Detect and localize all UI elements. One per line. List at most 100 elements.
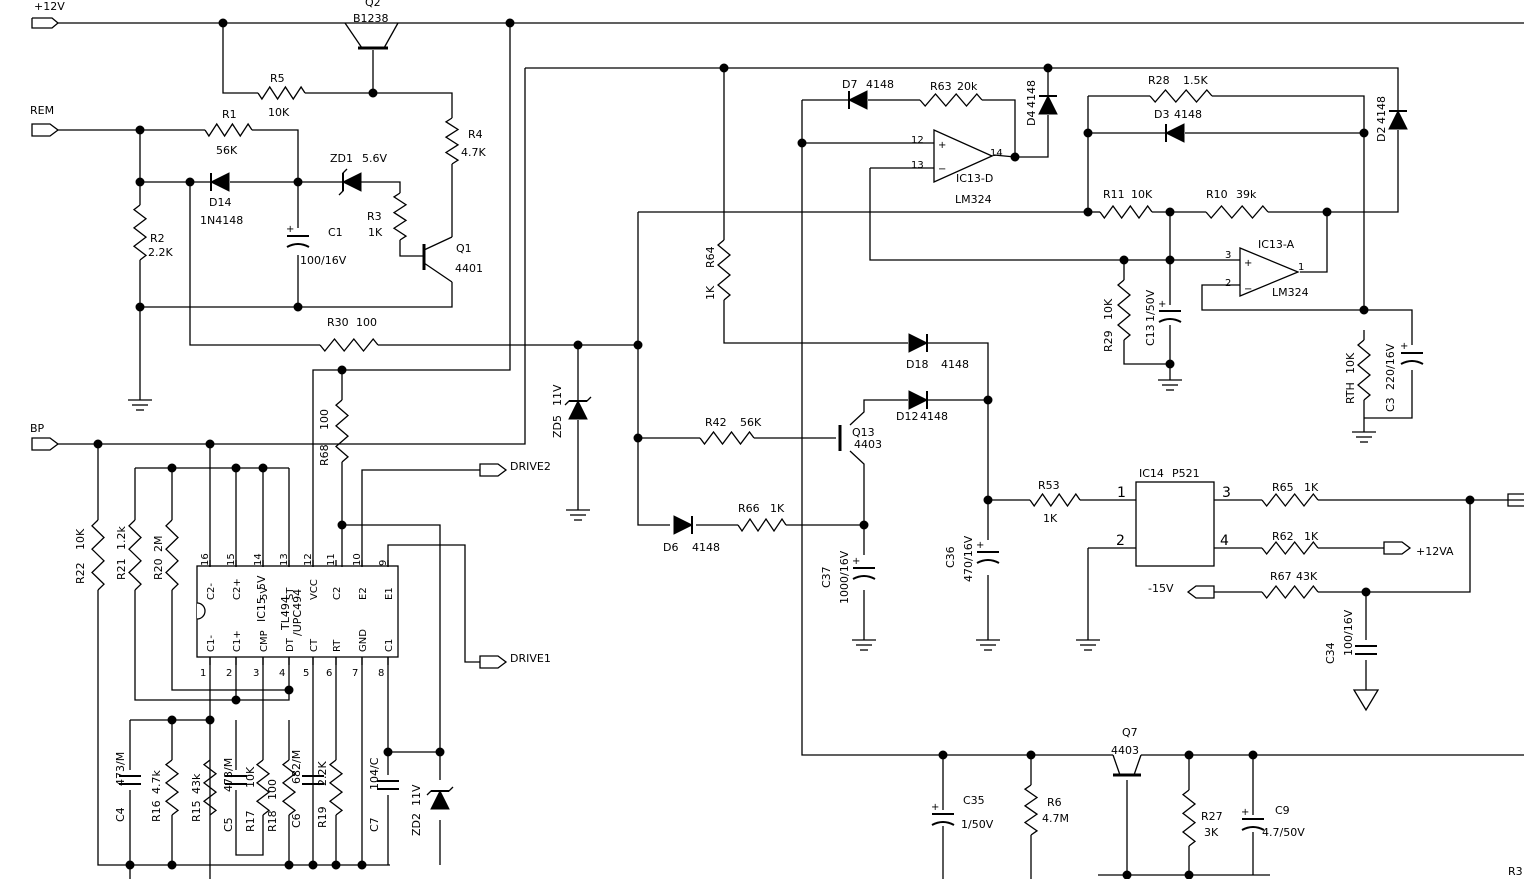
wire bbox=[849, 450, 865, 525]
junction-dot bbox=[1165, 207, 1175, 217]
junction-dot bbox=[167, 860, 177, 870]
resistor bbox=[202, 759, 218, 816]
wire bbox=[387, 657, 440, 753]
transistor-q2 bbox=[344, 22, 363, 49]
c7-ref: C7 bbox=[368, 817, 381, 832]
ic15-top-pin-name: E1 bbox=[384, 587, 395, 600]
r66-ref: R66 bbox=[738, 502, 760, 515]
diode-icon bbox=[673, 515, 694, 535]
ic15-top-pin-number: 16 bbox=[200, 553, 211, 566]
zener-bar bbox=[564, 396, 592, 406]
wire bbox=[849, 399, 908, 426]
ic15-top-pin-name: 5V bbox=[259, 587, 270, 600]
c5-ref: C5 bbox=[222, 817, 235, 832]
wire bbox=[31, 17, 60, 29]
ic13d-ref: IC13-D bbox=[956, 172, 993, 185]
q7-value: 4403 bbox=[1111, 744, 1139, 757]
junction-dot bbox=[1248, 750, 1258, 760]
r62-value: 1K bbox=[1304, 530, 1319, 543]
junction-dot bbox=[205, 439, 215, 449]
junction-dot bbox=[357, 860, 367, 870]
capacitor-icon bbox=[1400, 360, 1424, 365]
q1-ref: Q1 bbox=[456, 242, 472, 255]
junction-dot bbox=[231, 463, 241, 473]
wire bbox=[869, 168, 1240, 261]
junction-dot bbox=[167, 715, 177, 725]
resistor bbox=[328, 759, 344, 816]
d2-value: 4148 bbox=[1375, 96, 1388, 124]
r15-value: 43k bbox=[190, 773, 203, 794]
r20-value: 2M bbox=[152, 536, 165, 553]
r53-ref: R53 bbox=[1038, 479, 1060, 492]
c9-ref: C9 bbox=[1275, 804, 1290, 817]
rth-value: 10K bbox=[1344, 352, 1357, 374]
r67-ref: R67 bbox=[1270, 570, 1292, 583]
ic15-top-pin-name: C2+ bbox=[232, 578, 243, 600]
wire bbox=[993, 115, 1049, 158]
ic15-bottom-pin-number: 7 bbox=[352, 668, 358, 679]
junction-dot bbox=[1465, 495, 1475, 505]
d18-ref: D18 bbox=[906, 358, 928, 371]
port-bp: BP bbox=[30, 422, 45, 435]
c34-ref: C34 bbox=[1324, 642, 1337, 664]
r62-ref: R62 bbox=[1272, 530, 1294, 543]
resistor bbox=[1029, 492, 1081, 508]
diode-icon bbox=[908, 333, 929, 353]
junction-dot bbox=[573, 340, 583, 350]
r17-ref: R17 bbox=[244, 810, 257, 832]
ic15-tl494: TL494 /UPC494 IC15 5V bbox=[196, 565, 399, 658]
ic13a-type: LM324 bbox=[1272, 286, 1309, 299]
r65-value: 1K bbox=[1304, 481, 1319, 494]
junction-dot bbox=[337, 520, 347, 530]
ic15-top-pin-number: 14 bbox=[253, 553, 264, 566]
minus-sign: − bbox=[1244, 284, 1252, 295]
wire bbox=[387, 544, 480, 663]
junction-dot bbox=[1184, 870, 1194, 879]
ic15-top-pin-name: VCC bbox=[309, 579, 320, 600]
ic15-vlabel: 5V bbox=[255, 575, 268, 590]
q7-ref: Q7 bbox=[1122, 726, 1138, 739]
capacitor-icon bbox=[1158, 318, 1182, 323]
resistor bbox=[444, 117, 460, 165]
ic13d-pin14: 14 bbox=[990, 148, 1003, 159]
junction-dot bbox=[231, 695, 241, 705]
resistor bbox=[319, 337, 379, 353]
wire bbox=[140, 282, 453, 308]
r1-value: 56K bbox=[216, 144, 238, 157]
ic14-body bbox=[1135, 481, 1215, 567]
junction-dot bbox=[633, 340, 643, 350]
q2-ref: Q2 bbox=[365, 0, 381, 9]
junction-dot bbox=[135, 302, 145, 312]
transistor-q1 bbox=[423, 262, 453, 283]
wire bbox=[1123, 340, 1170, 365]
wire bbox=[235, 790, 264, 856]
wire bbox=[1268, 211, 1328, 273]
d6-value: 4148 bbox=[692, 541, 720, 554]
ic14-pin2: 2 bbox=[1116, 533, 1125, 549]
plus-sign: + bbox=[1158, 299, 1166, 310]
wire bbox=[1327, 130, 1399, 213]
ic13a-pin1: 1 bbox=[1298, 262, 1304, 273]
ic15-pins: 161C2-C1-152C2+C1+1435VCMP134STDT125VCCC… bbox=[200, 553, 395, 679]
components: ++++−+−++++ bbox=[31, 22, 1524, 847]
wire bbox=[1201, 284, 1364, 311]
junction-dot bbox=[505, 18, 515, 28]
ic15-top-pin-number: 10 bbox=[352, 553, 363, 566]
wire bbox=[98, 68, 526, 445]
d18-value: 4148 bbox=[941, 358, 969, 371]
junction-dot bbox=[983, 395, 993, 405]
d3-ref: D3 bbox=[1154, 108, 1169, 121]
wire bbox=[171, 590, 289, 691]
r64-value: 1K bbox=[704, 285, 717, 300]
r30-value: 100 bbox=[356, 316, 377, 329]
resistor bbox=[1099, 204, 1153, 220]
wire bbox=[58, 129, 141, 205]
d4-value: 4148 bbox=[1025, 80, 1038, 108]
resistor bbox=[1181, 789, 1197, 847]
junction-dot bbox=[205, 715, 215, 725]
wire bbox=[1048, 67, 1399, 110]
r16-ref: R16 bbox=[150, 800, 163, 822]
r64-ref: R64 bbox=[704, 246, 717, 268]
diode-icon bbox=[1164, 123, 1185, 143]
resistor bbox=[132, 204, 148, 261]
